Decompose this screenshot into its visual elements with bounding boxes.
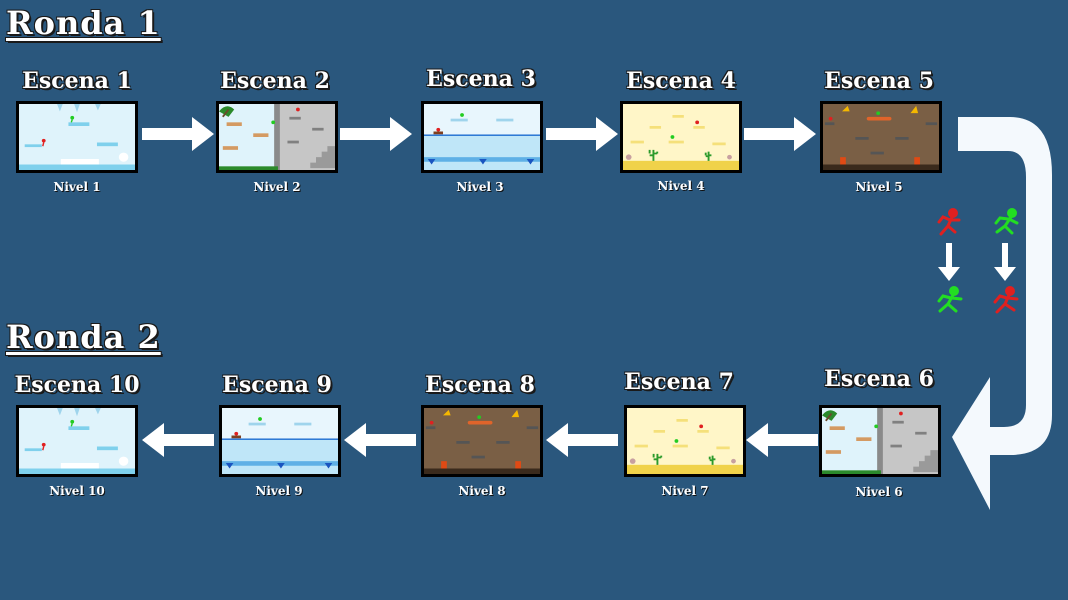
scene-6-title: Escena 6 <box>824 366 934 392</box>
scene-4-title: Escena 4 <box>626 68 736 94</box>
red-player-icon <box>937 208 961 236</box>
arrow-left-icon <box>142 423 214 457</box>
scene-10-level: Nivel 10 <box>49 484 105 498</box>
arrow-right-icon <box>142 117 214 151</box>
scene-2-level: Nivel 2 <box>253 180 301 194</box>
green-player-icon <box>937 286 963 313</box>
arrow-right-icon <box>744 117 816 151</box>
scene-10-title: Escena 10 <box>14 372 140 398</box>
arrow-left-icon <box>344 423 416 457</box>
arrow-down-icon <box>938 243 960 281</box>
scene-8-title: Escena 8 <box>425 372 535 398</box>
scene-6-thumbnail <box>819 405 941 477</box>
scene-4-level: Nivel 4 <box>657 179 705 193</box>
scene-10-thumbnail <box>16 405 138 477</box>
round-1-title: Ronda 1 <box>6 4 161 42</box>
red-player-icon <box>993 286 1019 314</box>
scene-9-title: Escena 9 <box>222 372 332 398</box>
u-turn-arrow-icon <box>952 117 1052 510</box>
green-player-icon <box>994 208 1019 235</box>
arrow-down-icon <box>994 243 1016 281</box>
round-2-title: Ronda 2 <box>6 318 161 356</box>
scene-9-thumbnail <box>219 405 341 477</box>
scene-1-thumbnail <box>16 101 138 173</box>
scene-3-title: Escena 3 <box>426 66 536 92</box>
scene-7-thumbnail <box>624 405 746 477</box>
scene-5-title: Escena 5 <box>824 68 934 94</box>
arrow-right-icon <box>340 117 412 151</box>
scene-1-title: Escena 1 <box>22 68 132 94</box>
scene-7-level: Nivel 7 <box>661 484 709 498</box>
scene-5-thumbnail <box>820 101 942 173</box>
scene-4-thumbnail <box>620 101 742 173</box>
scene-2-title: Escena 2 <box>220 68 330 94</box>
scene-5-level: Nivel 5 <box>855 180 903 194</box>
scene-8-thumbnail <box>421 405 543 477</box>
scene-3-level: Nivel 3 <box>456 180 504 194</box>
arrow-right-icon <box>546 117 618 151</box>
scene-2-thumbnail <box>216 101 338 173</box>
scene-8-level: Nivel 8 <box>458 484 506 498</box>
arrow-left-icon <box>746 423 818 457</box>
scene-6-level: Nivel 6 <box>855 485 903 499</box>
scene-1-level: Nivel 1 <box>53 180 101 194</box>
scene-3-thumbnail <box>421 101 543 173</box>
arrow-left-icon <box>546 423 618 457</box>
scene-7-title: Escena 7 <box>624 369 734 395</box>
scene-9-level: Nivel 9 <box>255 484 303 498</box>
